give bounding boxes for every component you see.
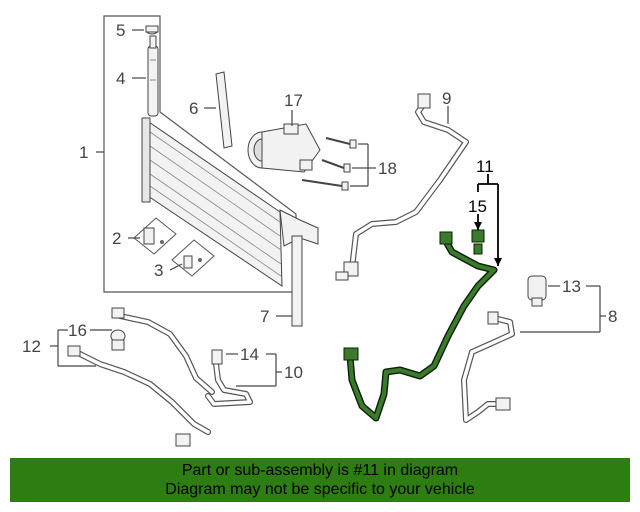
service-valve-15 bbox=[471, 229, 485, 255]
banner-line-1: Part or sub-assembly is #11 in diagram bbox=[181, 462, 459, 479]
callout-5: 5 bbox=[116, 21, 125, 40]
callout-12: 12 bbox=[22, 337, 41, 356]
callout-3: 3 bbox=[154, 261, 163, 280]
callout-4: 4 bbox=[116, 69, 125, 88]
side-bracket bbox=[291, 235, 303, 327]
banner-line-2: Diagram may not be specific to your vehi… bbox=[165, 481, 475, 498]
callout-15: 15 bbox=[468, 197, 487, 216]
callout-8: 8 bbox=[608, 307, 617, 326]
callout-10: 10 bbox=[284, 363, 303, 382]
bracket-part-3 bbox=[171, 239, 215, 277]
callout-13: 13 bbox=[562, 277, 581, 296]
compressor-bolts bbox=[301, 137, 357, 191]
refrigerant-hose-8 bbox=[461, 311, 515, 423]
receiver-drier bbox=[147, 35, 159, 117]
callout-18: 18 bbox=[378, 159, 397, 178]
compressor bbox=[247, 123, 321, 173]
callout-14: 14 bbox=[240, 345, 259, 364]
bracket-part-2 bbox=[133, 217, 177, 255]
callout-11: 11 bbox=[476, 157, 494, 176]
ac-system-diagram: 1 2 3 4 5 6 7 8 9 10 11 12 13 14 15 16 1… bbox=[22, 15, 617, 447]
seal-strip bbox=[215, 71, 233, 149]
refrigerant-hose-9 bbox=[335, 93, 469, 281]
callout-2: 2 bbox=[112, 229, 121, 248]
pressure-switch bbox=[527, 275, 547, 307]
refrigerant-pipe-10 bbox=[205, 349, 253, 407]
drier-cap bbox=[145, 25, 159, 35]
condenser-core bbox=[141, 117, 319, 287]
callout-6: 6 bbox=[189, 99, 198, 118]
callout-labels: 1 2 3 4 5 6 7 8 9 10 11 12 13 14 15 16 1… bbox=[22, 21, 617, 382]
callout-1: 1 bbox=[79, 143, 88, 162]
callout-7: 7 bbox=[260, 307, 269, 326]
callout-16: 16 bbox=[68, 321, 87, 340]
highlighted-hose-11 bbox=[343, 231, 498, 422]
callout-17: 17 bbox=[284, 91, 303, 110]
refrigerant-hose-12 bbox=[67, 307, 215, 447]
leader-lines bbox=[50, 29, 606, 387]
service-valve-16 bbox=[110, 329, 126, 351]
info-banner: Part or sub-assembly is #11 in diagram D… bbox=[10, 458, 630, 502]
callout-9: 9 bbox=[442, 89, 451, 108]
